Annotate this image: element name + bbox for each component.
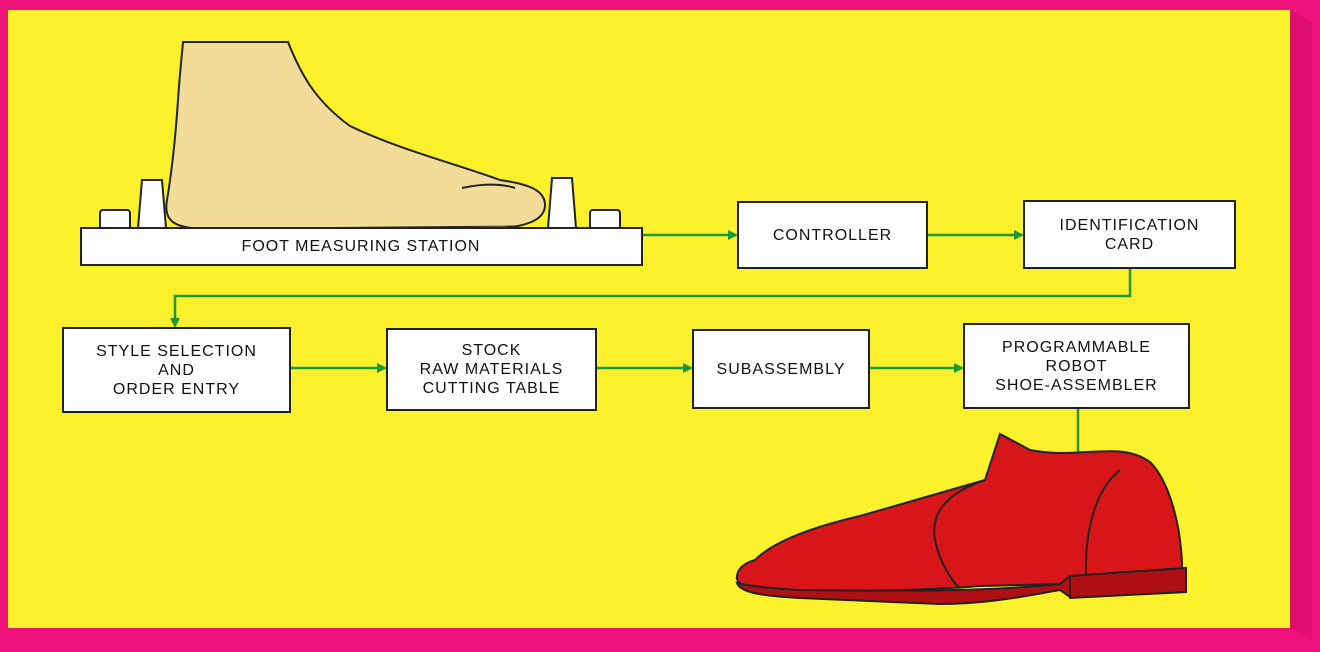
stock-cutting-table-box: STOCK RAW MATERIALS CUTTING TABLE <box>386 328 597 411</box>
right-stopper <box>548 178 576 228</box>
identification-card-box: IDENTIFICATION CARD <box>1023 200 1236 269</box>
left-stopper <box>138 180 166 228</box>
controller-box: CONTROLLER <box>737 201 928 269</box>
style-selection-box: STYLE SELECTION AND ORDER ENTRY <box>62 327 291 413</box>
robot-shoe-assembler-box: PROGRAMMABLE ROBOT SHOE-ASSEMBLER <box>963 323 1190 409</box>
subassembly-box: SUBASSEMBLY <box>692 329 870 409</box>
panel-corner-shadow <box>1290 10 1312 640</box>
foot-measuring-station-label: FOOT MEASURING STATION <box>80 228 642 265</box>
